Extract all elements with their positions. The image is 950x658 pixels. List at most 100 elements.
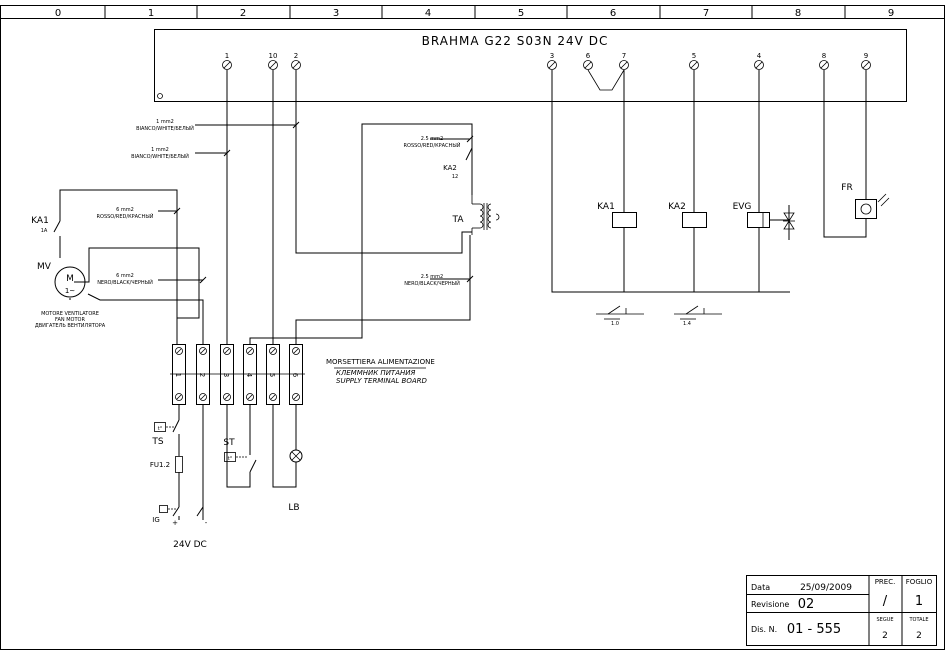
column-ruler: 0 1 2 3 4 5 6 7 8 9: [0, 5, 945, 19]
relay-ka1-label: KA1: [597, 202, 615, 212]
column-label: 2: [240, 8, 246, 19]
fan-motor: MV M 1~ MOTORE VENTILATORE FAN MOTOR ДВИ…: [35, 262, 106, 329]
relay-wiring: [551, 70, 867, 293]
wire-size: 1 mm2: [156, 119, 174, 125]
board-terminal-number: 4: [245, 373, 253, 378]
relay-ka2: KA2: [668, 202, 707, 228]
board-terminal-number: 1: [174, 373, 182, 377]
column-label: 7: [703, 8, 709, 19]
st-box-label: t°: [228, 456, 233, 462]
column-label: 6: [610, 8, 616, 19]
terminal-number: 4: [757, 52, 762, 60]
wire-color: BIANCO/WHITE/БЕЛЫЙ: [131, 153, 189, 160]
board-terminal-number: 3: [222, 373, 230, 377]
sheet-frame: [0, 5, 945, 650]
minus-label: -: [205, 519, 208, 527]
relay-evg: EVG: [733, 202, 795, 230]
segue-label: SEGUE: [876, 617, 893, 623]
wire-size: 6 mm2: [116, 207, 134, 213]
board-title: КЛЕММНИК ПИТАНИЯ: [336, 369, 415, 377]
wire-color: ROSSO/RED/КРАСНЫЙ: [404, 142, 461, 149]
totale-label: TOTALE: [908, 617, 928, 623]
ka2-sub: 12: [452, 174, 458, 180]
ka2-label: KA2: [443, 164, 457, 172]
terminal-number: 8: [822, 52, 826, 60]
totale-value: 2: [916, 631, 922, 641]
dis-value: 01 - 555: [787, 622, 841, 637]
terminal-number: 6: [586, 52, 591, 60]
terminal-number: 7: [622, 52, 626, 60]
column-label: 8: [795, 8, 801, 19]
board-terminal-number: 6: [291, 373, 299, 378]
flame-sensor: FR: [841, 183, 890, 219]
mv-label: MV: [37, 262, 52, 272]
ka1-sub: 1A: [41, 228, 48, 234]
column-label: 3: [333, 8, 339, 19]
wire-color: BIANCO/WHITE/БЕЛЫЙ: [136, 125, 194, 132]
relay-ka1: KA1: [597, 202, 637, 228]
wire-size: 2.5 mm2: [421, 136, 443, 142]
terminal-number: 5: [692, 52, 696, 60]
ka1-label: KA1: [31, 216, 49, 226]
fr-label: FR: [841, 183, 852, 193]
relay-ka2-label: KA2: [668, 202, 686, 212]
controller-terminals: 1 10 2 3 6 7 5 4 8 9: [222, 52, 871, 91]
transformer: TA: [452, 195, 500, 235]
title-block: Data 25/09/2009 Revisione 02 Dis. N. 01 …: [746, 575, 937, 646]
column-label: 1: [148, 8, 154, 19]
wire-labels: 1 mm2 BIANCO/WHITE/БЕЛЫЙ 1 mm2 BIANCO/WH…: [97, 119, 461, 287]
motor-desc: FAN MOTOR: [55, 317, 85, 323]
foglio-value: 1: [915, 594, 923, 609]
ref-ka2: 1.4: [683, 321, 691, 327]
ref-ka1: 1.0: [611, 321, 619, 327]
motor-desc: MOTORE VENTILATORE: [41, 311, 99, 317]
controller-box: BRAHMA G22 S03N 24V DC: [154, 29, 907, 102]
ts-box-label: t°: [158, 426, 163, 432]
data-value: 25/09/2009: [800, 583, 852, 593]
left-wiring: [59, 70, 473, 345]
rev-value: 02: [798, 597, 815, 612]
controller-title: BRAHMA G22 S03N 24V DC: [422, 34, 609, 48]
board-terminal-number: 5: [268, 373, 276, 377]
segue-value: 2: [882, 631, 888, 641]
terminal-board: 1 2 3 4 5 6 MORSETTIERA ALIMENTAZIONE КЛ…: [170, 344, 435, 405]
wire-size: 2.5 mm2: [421, 274, 443, 280]
wire-size: 6 mm2: [116, 273, 134, 279]
prec-value: /: [883, 594, 888, 609]
prec-label: PREC.: [875, 578, 896, 586]
st-thermostat: ST t°: [223, 438, 248, 462]
lamp: LB: [288, 449, 303, 513]
board-title: SUPPLY TERMINAL BOARD: [336, 377, 428, 385]
column-label: 0: [55, 8, 61, 19]
rev-label: Revisione: [751, 600, 789, 609]
column-label: 5: [518, 8, 524, 19]
column-label: 9: [888, 8, 894, 19]
ignition-switch: IG + - 24V DC: [152, 505, 208, 550]
internal-contact: [587, 69, 625, 91]
data-label: Data: [751, 583, 770, 592]
wire-size: 1 mm2: [151, 147, 169, 153]
relay-evg-label: EVG: [733, 202, 752, 212]
ts-thermostat: t° TS: [151, 422, 176, 447]
ta-label: TA: [452, 215, 465, 225]
wire-leaders: [158, 124, 470, 281]
fuse: FU1.2: [150, 456, 183, 473]
lb-label: LB: [288, 503, 299, 513]
controller-mark: [157, 93, 163, 99]
board-terminal-number: 2: [198, 373, 206, 377]
fuse-label: FU1.2: [150, 461, 170, 469]
terminal-number: 3: [550, 52, 554, 60]
contact-references: 1.0 1.4: [596, 305, 722, 327]
column-label: 4: [425, 8, 431, 19]
ka1-contact: KA1 1A: [31, 216, 61, 234]
terminal-number: 1: [225, 52, 229, 60]
board-title: MORSETTIERA ALIMENTAZIONE: [326, 358, 435, 366]
wire-color: ROSSO/RED/КРАСНЫЙ: [97, 213, 154, 220]
motor-phase: 1~: [65, 287, 75, 295]
ig-label: IG: [152, 516, 160, 524]
terminal-number: 9: [864, 52, 868, 60]
ts-label: TS: [151, 437, 163, 447]
wire-color: NERO/BLACK/ЧЕРНЫЙ: [404, 280, 460, 287]
